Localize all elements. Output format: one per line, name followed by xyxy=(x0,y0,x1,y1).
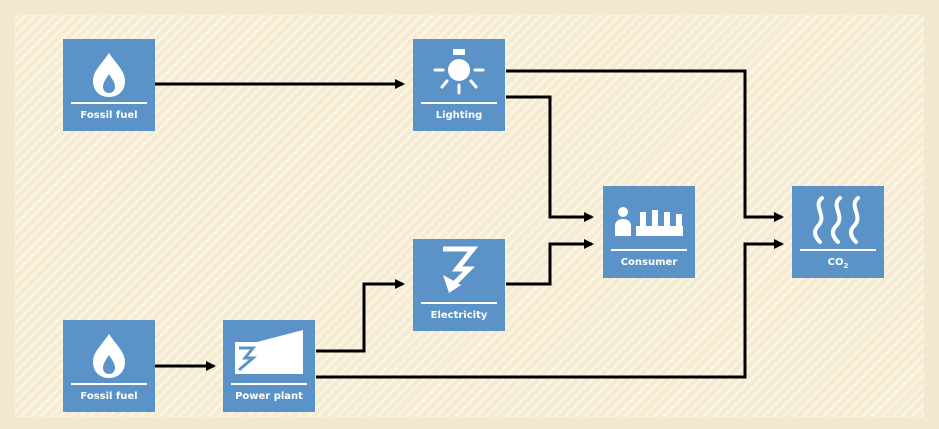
node-divider xyxy=(421,302,497,304)
node-divider xyxy=(231,383,307,385)
node-label: Lighting xyxy=(435,110,483,121)
node-divider xyxy=(800,249,876,251)
power-plant-icon xyxy=(235,330,303,374)
lightning-icon xyxy=(443,246,479,293)
node-label: Electricity xyxy=(430,310,488,321)
node-fossil-fuel-bottom: Fossil fuel xyxy=(63,320,155,412)
node-label: Consumer xyxy=(620,257,678,268)
co2-label-subscript: 2 xyxy=(843,262,849,270)
node-fossil-fuel-top: Fossil fuel xyxy=(63,39,155,131)
node-electricity: Electricity xyxy=(413,239,505,331)
node-label: Power plant xyxy=(235,391,303,402)
node-divider xyxy=(71,102,147,104)
node-divider xyxy=(71,383,147,385)
consumer-factory-icon xyxy=(615,207,683,236)
node-power-plant: Power plant xyxy=(223,320,315,412)
light-bulb-icon xyxy=(433,49,485,95)
arrow-powerplant-to-co2 xyxy=(316,239,784,379)
node-consumer: Consumer xyxy=(603,186,695,278)
flame-icon xyxy=(93,53,125,97)
node-label: Fossil fuel xyxy=(80,391,138,402)
heat-waves-icon xyxy=(812,196,860,244)
arrow-lighting-to-consumer xyxy=(506,95,594,222)
node-co2: CO2 xyxy=(792,186,884,278)
node-lighting: Lighting xyxy=(413,39,505,131)
node-divider xyxy=(421,102,497,104)
node-label: CO2 xyxy=(792,257,884,270)
co2-label-main: CO xyxy=(827,257,844,268)
node-divider xyxy=(611,249,687,251)
node-label: Fossil fuel xyxy=(80,110,138,121)
arrow-electricity-to-consumer xyxy=(506,239,594,286)
flame-icon xyxy=(93,334,125,378)
arrow-lighting-to-co2 xyxy=(506,69,784,222)
arrow-powerplant-to-electricity xyxy=(316,279,405,353)
